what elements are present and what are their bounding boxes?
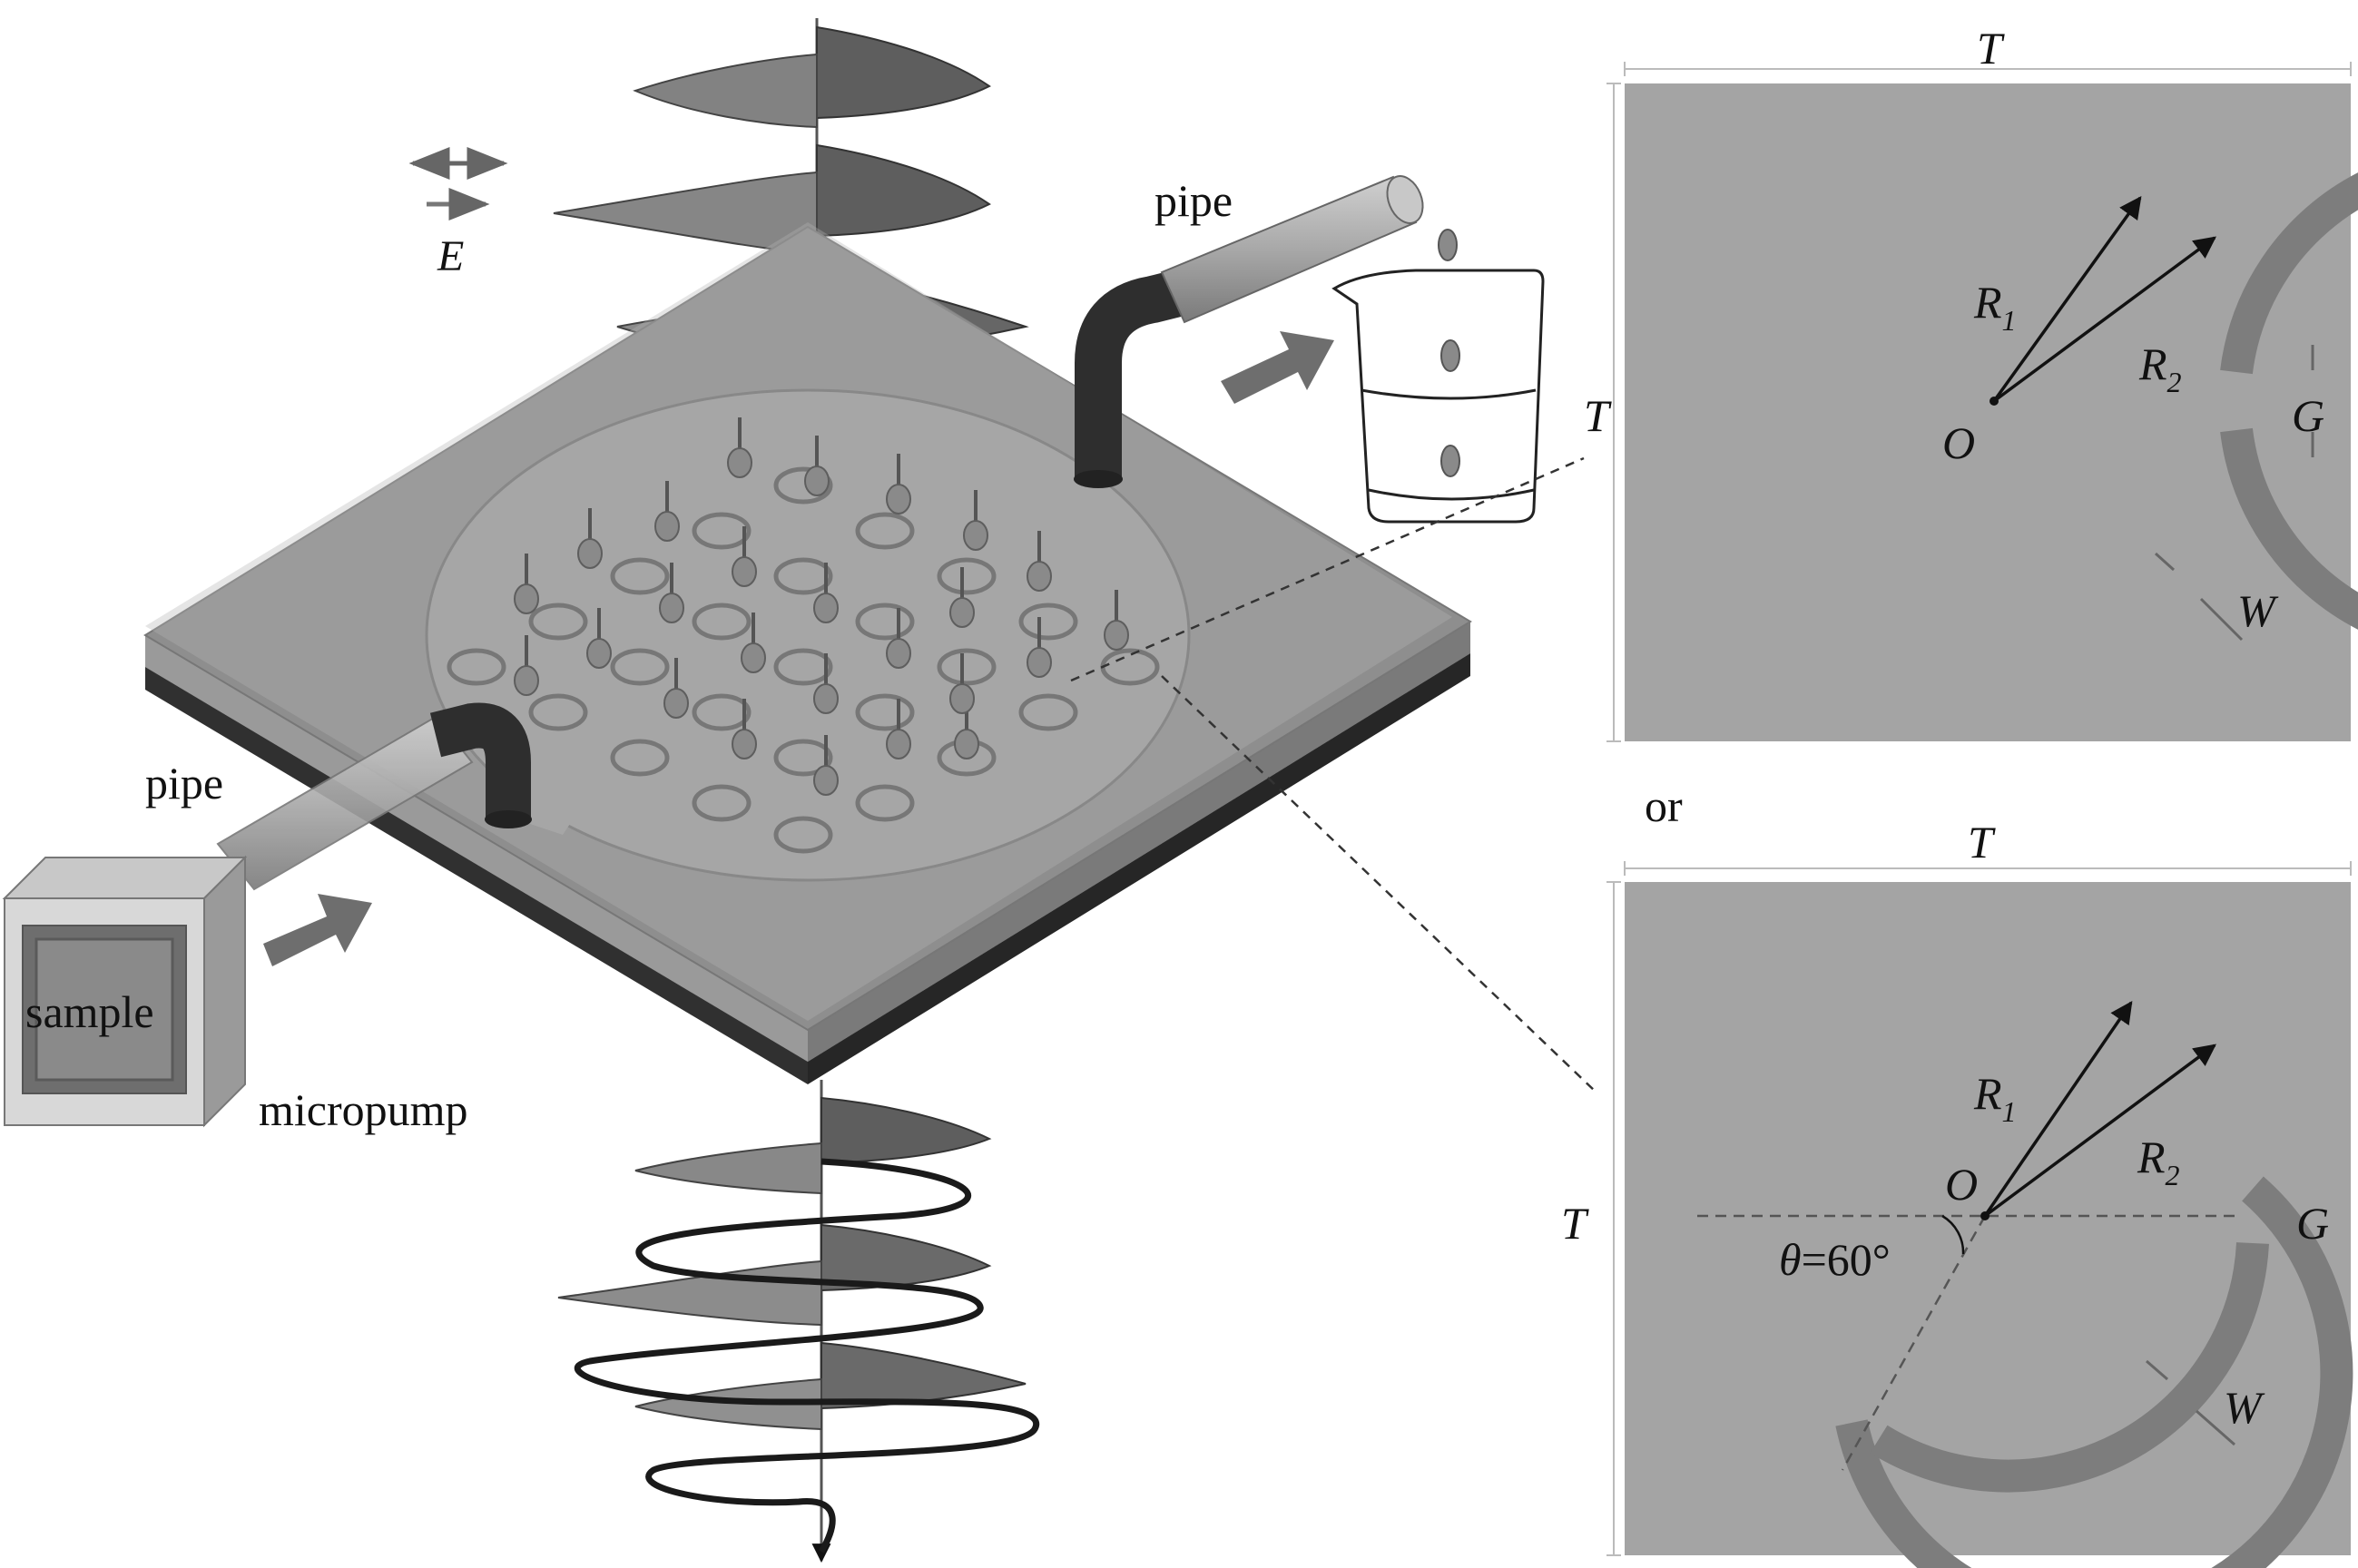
top-R1-label: R1: [1973, 277, 2017, 337]
bottom-R1-label: R1: [1973, 1068, 2017, 1128]
top-O-label: O: [1942, 417, 1975, 468]
theta-label: θ=60°: [1779, 1234, 1891, 1285]
transmitted-wave: [557, 1080, 1040, 1563]
zoom-lines: [1070, 456, 1598, 1094]
beaker: [1331, 229, 1545, 524]
bottom-T-horizontal: T: [1968, 817, 1996, 867]
pipe-top-label: pipe: [1154, 175, 1233, 226]
sample-droplets: [514, 417, 1129, 796]
e-field-label: E: [437, 232, 464, 280]
polarization-symbol: E: [408, 147, 508, 280]
top-R2-label: R2: [2138, 338, 2182, 398]
unit-cell-panel-top: [1606, 62, 2358, 742]
or-label: or: [1645, 780, 1683, 831]
micropump-box: [2, 855, 248, 1128]
flow-arrow-in: [263, 894, 372, 966]
bottom-O-label: O: [1945, 1159, 1978, 1210]
top-T-vertical: T: [1584, 390, 1612, 441]
top-W-label: W: [2237, 585, 2279, 636]
bottom-R2-label: R2: [2137, 1132, 2180, 1191]
flow-arrow-out: [1221, 331, 1334, 404]
bottom-G-label: G: [2296, 1198, 2329, 1249]
pipe-left-label: pipe: [145, 758, 223, 808]
sample-label: sample: [25, 986, 154, 1037]
micropump-label: micropump: [259, 1084, 468, 1135]
top-T-horizontal: T: [1977, 23, 2005, 74]
bottom-W-label: W: [2224, 1382, 2265, 1433]
top-G-label: G: [2292, 390, 2324, 441]
bottom-T-vertical: T: [1561, 1198, 1589, 1249]
sensor-plate: [143, 222, 1472, 1084]
unit-cell-panel-bottom: [1606, 861, 2353, 1568]
outlet-pipe: [1074, 175, 1424, 488]
